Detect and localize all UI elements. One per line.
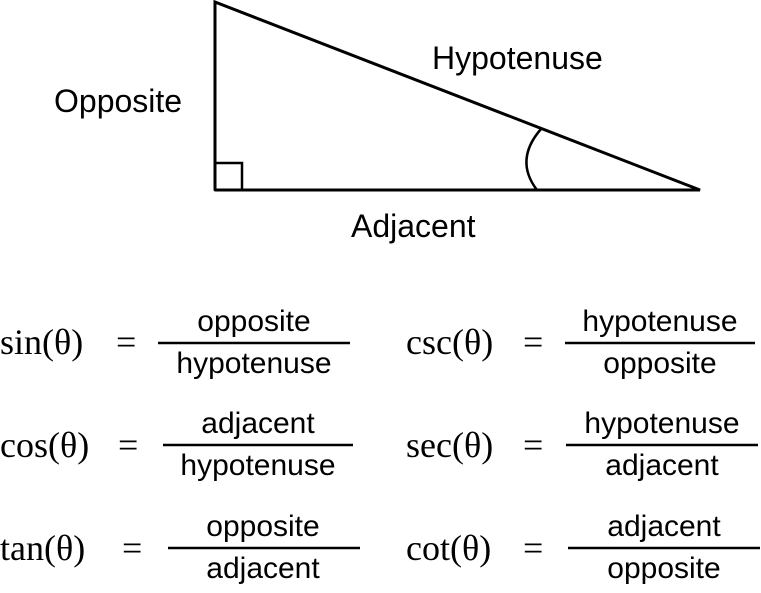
- formula-sec: sec(θ) = hypotenuse adjacent: [406, 407, 758, 482]
- numerator-sin: opposite: [197, 305, 310, 338]
- denominator-cot: opposite: [607, 552, 720, 585]
- denominator-sin: hypotenuse: [176, 347, 331, 380]
- equals-sign: =: [523, 528, 543, 568]
- equals-sign: =: [116, 322, 136, 362]
- equals-sign: =: [523, 322, 543, 362]
- label-adjacent: Adjacent: [351, 208, 476, 244]
- formula-sin: sin(θ) = opposite hypotenuse: [0, 305, 350, 380]
- numerator-cot: adjacent: [607, 510, 721, 543]
- numerator-sec: hypotenuse: [584, 407, 739, 440]
- numerator-csc: hypotenuse: [582, 305, 737, 338]
- func-sec: sec(θ): [406, 425, 493, 465]
- formula-cos: cos(θ) = adjacent hypotenuse: [0, 407, 353, 482]
- func-cot: cot(θ): [406, 528, 491, 568]
- equals-sign: =: [122, 528, 142, 568]
- right-angle-marker: [213, 161, 244, 192]
- triangle-edges: [213, 0, 701, 192]
- numerator-cos: adjacent: [201, 407, 315, 440]
- func-sin: sin(θ): [0, 322, 83, 362]
- denominator-cos: hypotenuse: [180, 449, 335, 482]
- label-opposite: Opposite: [54, 83, 182, 119]
- func-csc: csc(θ): [406, 322, 493, 362]
- formula-csc: csc(θ) = hypotenuse opposite: [406, 305, 755, 380]
- formula-cot: cot(θ) = adjacent opposite: [406, 510, 760, 585]
- denominator-tan: adjacent: [206, 552, 320, 585]
- equals-sign: =: [118, 425, 138, 465]
- denominator-sec: adjacent: [605, 449, 719, 482]
- right-triangle: [213, 0, 701, 192]
- numerator-tan: opposite: [206, 510, 319, 543]
- denominator-csc: opposite: [603, 347, 716, 380]
- func-tan: tan(θ): [0, 528, 85, 568]
- label-hypotenuse: Hypotenuse: [432, 40, 603, 76]
- func-cos: cos(θ): [0, 425, 89, 465]
- formula-tan: tan(θ) = opposite adjacent: [0, 510, 360, 585]
- angle-theta-arc: [525, 128, 542, 191]
- equals-sign: =: [523, 425, 543, 465]
